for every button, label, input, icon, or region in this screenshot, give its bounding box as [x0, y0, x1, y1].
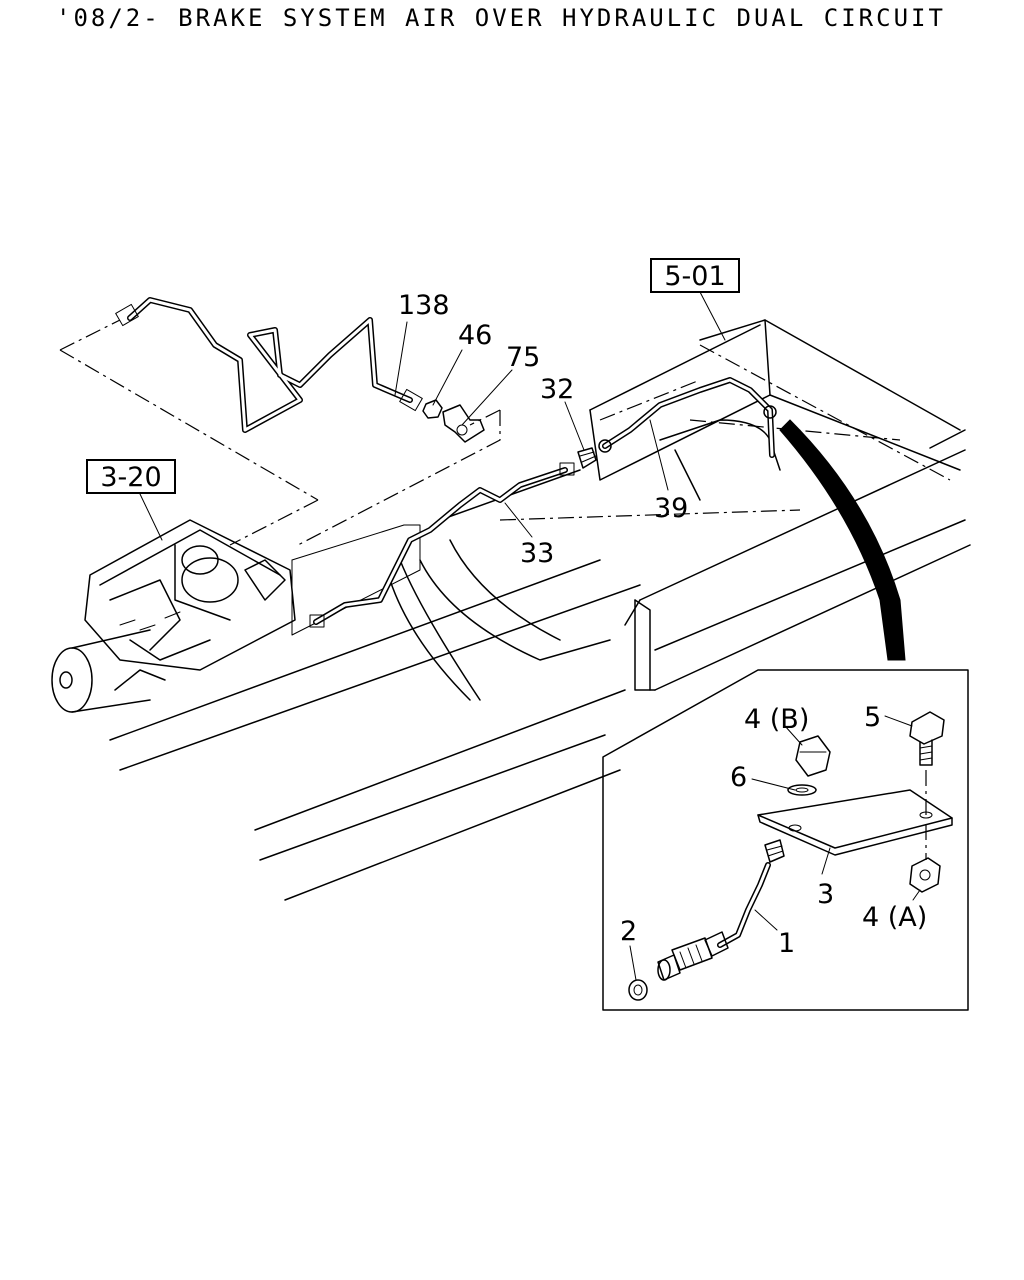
- brake-hose-1: [657, 839, 785, 981]
- nut-4b: [795, 735, 831, 777]
- leader-lines: [139, 291, 921, 981]
- brake-line-39: [598, 377, 777, 458]
- bolt-5: [909, 711, 945, 815]
- callout-3: 3: [817, 879, 834, 910]
- bracket-3: [757, 789, 953, 860]
- assembly-outline: [59, 319, 501, 636]
- callout-138: 138: [398, 290, 450, 321]
- page-title: '08/2- BRAKE SYSTEM AIR OVER HYDRAULIC D…: [56, 4, 946, 32]
- washer-6: [787, 784, 817, 796]
- ref-box-booster: 3-20: [86, 459, 176, 494]
- callout-32: 32: [540, 374, 574, 405]
- ref-box-frame: 5-01: [650, 258, 740, 293]
- callout-5: 5: [864, 702, 881, 733]
- callout-4b: 4 (B): [744, 704, 809, 735]
- callout-4a: 4 (A): [862, 902, 927, 933]
- callout-39: 39: [654, 493, 688, 524]
- ref-label-booster: 3-20: [100, 462, 161, 493]
- brake-line-138: [115, 297, 423, 433]
- callout-6: 6: [730, 762, 747, 793]
- brake-line-33: [309, 462, 575, 628]
- callout-33: 33: [520, 538, 554, 569]
- callout-2: 2: [620, 916, 637, 947]
- nut-4a: [909, 857, 941, 893]
- detail-arrow: [779, 419, 906, 661]
- brake-booster: [51, 519, 296, 713]
- ref-label-frame: 5-01: [664, 261, 725, 292]
- fitting-32: [577, 447, 597, 469]
- callout-1: 1: [778, 928, 795, 959]
- callout-75: 75: [506, 342, 540, 373]
- callout-46: 46: [458, 320, 492, 351]
- washer-2: [628, 979, 648, 1001]
- detail-inset: [602, 669, 969, 1011]
- chassis-frame: [109, 319, 971, 901]
- nut-46: [422, 399, 443, 419]
- callouts: 138 46 75 32 39 33 5 4 (B) 6 3 4 (A) 2 1: [398, 290, 927, 959]
